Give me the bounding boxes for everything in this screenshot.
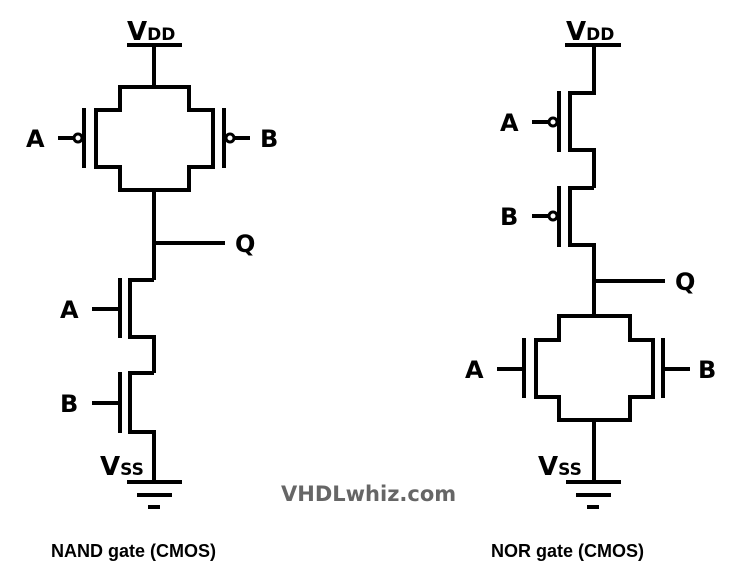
nand-ground-icon (127, 480, 182, 509)
nor-nmos-a-label: A (465, 356, 484, 384)
nor-vdd-label: VDD (566, 17, 614, 47)
nand-nmos-a-label: A (60, 296, 79, 324)
nand-pmos-b-label: B (260, 125, 278, 153)
nor-pmos-b-inversion-bubble (547, 210, 559, 222)
nor-vss-label: VSS (538, 452, 582, 482)
nor-output-label: Q (675, 268, 695, 296)
nor-nmos-parallel-channels (534, 314, 655, 422)
nor-caption: NOR gate (CMOS) (491, 541, 644, 561)
nor-pmos-b-label: B (500, 203, 518, 231)
nand-pmos-a-label: A (26, 125, 45, 153)
nand-caption: NAND gate (CMOS) (51, 541, 216, 561)
watermark: VHDLwhiz.com (281, 482, 456, 506)
nand-pmos-parallel-channels (94, 85, 215, 192)
nand-vss-label: VSS (100, 452, 144, 482)
nor-nmos-b-label: B (698, 356, 716, 384)
nand-nmos-b-label: B (60, 390, 78, 418)
nand-vdd-label: VDD (127, 17, 175, 47)
nand-output-label: Q (235, 230, 255, 258)
nor-pmos-a-channel (568, 45, 596, 188)
nand-nmos-b-channel (128, 371, 156, 482)
nand-circuit: VDD A B Q A B VSS (26, 17, 278, 509)
nor-circuit: VDD A B Q A B VSS (465, 17, 716, 509)
nand-pmos-b-inversion-bubble (224, 132, 236, 144)
nor-pmos-a-label: A (500, 109, 519, 137)
nand-pmos-a-inversion-bubble (72, 132, 84, 144)
nor-ground-icon (566, 480, 621, 509)
nor-pmos-b-channel (568, 186, 596, 316)
nor-pmos-a-inversion-bubble (547, 116, 559, 128)
nand-nmos-a-channel (128, 278, 156, 373)
